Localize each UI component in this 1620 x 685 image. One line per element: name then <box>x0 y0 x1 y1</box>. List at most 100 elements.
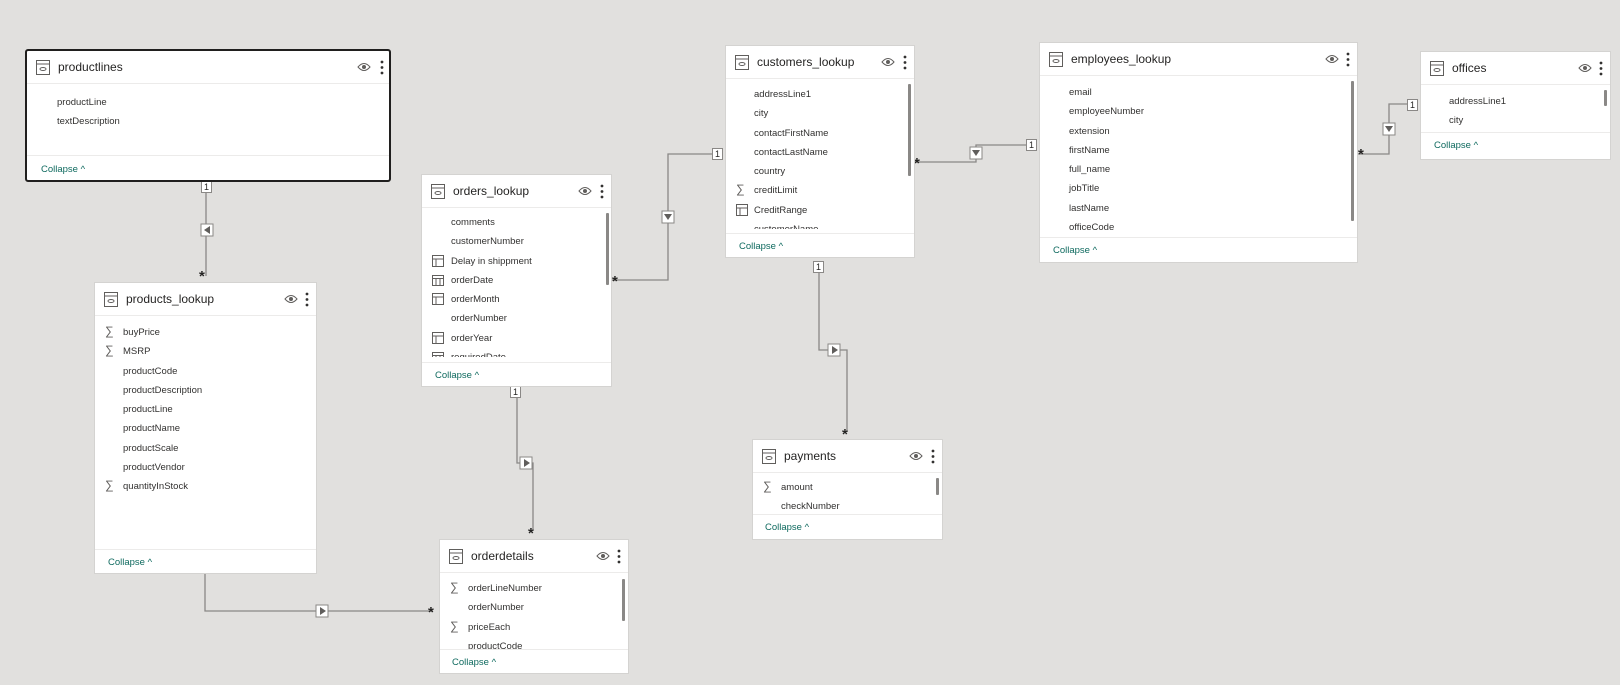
field-item[interactable]: city <box>754 108 769 120</box>
field-item[interactable]: orderYear <box>422 329 611 348</box>
field-item[interactable]: orderNumber <box>468 602 524 614</box>
scrollbar[interactable] <box>606 213 609 285</box>
eye-icon[interactable] <box>1325 54 1339 64</box>
field-item[interactable]: employeeNumber <box>1069 106 1144 118</box>
more-options-icon[interactable] <box>903 55 907 70</box>
table-card-payments[interactable]: payments ∑amount checkNumber Collapse ^ <box>752 439 943 540</box>
table-card-orderdetails[interactable]: orderdetails ∑orderLineNumber orderNumbe… <box>439 539 629 674</box>
field-item[interactable]: ∑MSRP <box>105 343 151 358</box>
eye-icon[interactable] <box>596 551 610 561</box>
field-item[interactable]: addressLine1 <box>1449 96 1507 107</box>
table-header[interactable]: customers_lookup <box>726 46 914 79</box>
field-item[interactable]: jobTitle <box>1069 183 1100 195</box>
more-options-icon[interactable] <box>1346 52 1350 67</box>
scrollbar[interactable] <box>908 84 911 176</box>
field-item[interactable]: customerName <box>726 220 914 229</box>
field-item[interactable]: productLine <box>57 97 107 108</box>
eye-icon[interactable] <box>357 62 371 72</box>
more-options-icon[interactable] <box>305 292 309 307</box>
direction-arrow <box>827 343 841 357</box>
field-item[interactable]: productScale <box>123 442 179 454</box>
calculated-column-icon <box>736 203 748 216</box>
cardinality-one: 1 <box>1026 139 1038 151</box>
more-options-icon[interactable] <box>380 60 384 75</box>
field-item[interactable]: productName <box>123 423 181 435</box>
table-card-productlines[interactable]: productlines productLine textDescription… <box>25 49 391 182</box>
collapse-link[interactable]: Collapse ^ <box>41 164 86 175</box>
table-card-orders-lookup[interactable]: orders_lookup comments customerNumber De… <box>421 174 612 387</box>
field-item[interactable]: ∑creditLimit <box>736 182 798 197</box>
field-item[interactable]: ∑priceEach <box>450 618 511 633</box>
table-title: orders_lookup <box>453 184 530 198</box>
scrollbar[interactable] <box>622 579 625 621</box>
more-options-icon[interactable] <box>931 449 935 464</box>
eye-icon[interactable] <box>881 57 895 67</box>
table-header[interactable]: offices <box>1421 52 1610 85</box>
table-card-customers-lookup[interactable]: customers_lookup addressLine1 city conta… <box>725 45 915 258</box>
eye-icon[interactable] <box>578 186 592 196</box>
field-item[interactable]: Delay in shippment <box>422 252 611 271</box>
field-item[interactable]: productCode <box>468 640 523 649</box>
field-item[interactable]: productCode <box>123 365 178 377</box>
cardinality-many: * <box>428 604 434 621</box>
table-header[interactable]: productlines <box>27 51 389 84</box>
rel-line-products-orderdetails <box>204 572 433 612</box>
eye-icon[interactable] <box>909 451 923 461</box>
table-card-offices[interactable]: offices addressLine1 city Collapse ^ <box>1420 51 1611 160</box>
field-item[interactable]: requiredDate <box>422 348 611 357</box>
sigma-icon: ∑ <box>105 324 114 338</box>
field-item[interactable]: comments <box>451 217 495 228</box>
table-header[interactable]: payments <box>753 440 942 473</box>
collapse-link[interactable]: Collapse ^ <box>1053 245 1098 256</box>
field-item[interactable]: extension <box>1069 125 1110 137</box>
collapse-link[interactable]: Collapse ^ <box>765 522 810 533</box>
field-item[interactable]: productLine <box>123 404 173 416</box>
field-item[interactable]: productDescription <box>123 384 203 396</box>
scrollbar[interactable] <box>1604 90 1607 106</box>
eye-icon[interactable] <box>1578 63 1592 73</box>
field-item[interactable]: orderDate <box>422 271 611 290</box>
field-item[interactable]: lastName <box>1069 202 1110 214</box>
table-card-employees-lookup[interactable]: employees_lookup email employeeNumber ex… <box>1039 42 1358 263</box>
field-item[interactable]: country <box>754 166 786 178</box>
collapse-link[interactable]: Collapse ^ <box>739 241 784 252</box>
field-item[interactable]: full_name <box>1069 164 1111 176</box>
field-item[interactable]: ∑buyPrice <box>105 324 160 338</box>
field-item[interactable]: textDescription <box>57 116 120 128</box>
field-item[interactable]: email <box>1069 87 1092 98</box>
collapse-link[interactable]: Collapse ^ <box>452 657 497 668</box>
field-item[interactable]: customerNumber <box>451 236 524 248</box>
field-item[interactable]: orderMonth <box>422 290 611 309</box>
sigma-icon: ∑ <box>736 182 745 197</box>
field-item[interactable]: ∑quantityInStock <box>105 478 188 493</box>
field-item[interactable]: productVendor <box>123 462 185 474</box>
field-item[interactable]: contactLastName <box>754 146 828 158</box>
field-item[interactable]: contactFirstName <box>754 127 829 139</box>
collapse-link[interactable]: Collapse ^ <box>108 557 153 568</box>
more-options-icon[interactable] <box>1599 61 1603 76</box>
field-item[interactable]: orderNumber <box>451 313 507 325</box>
rel-line-orders-orderdetails <box>516 392 534 530</box>
field-item[interactable]: addressLine1 <box>754 89 812 100</box>
field-item[interactable]: ∑amount <box>763 479 813 493</box>
more-options-icon[interactable] <box>600 184 604 199</box>
table-header[interactable]: orders_lookup <box>422 175 611 208</box>
field-item[interactable]: city <box>1449 115 1464 127</box>
collapse-link[interactable]: Collapse ^ <box>1434 140 1479 151</box>
field-item[interactable]: officeCode <box>1069 222 1115 234</box>
field-item[interactable]: CreditRange <box>726 201 914 220</box>
collapse-link[interactable]: Collapse ^ <box>435 370 480 381</box>
scrollbar[interactable] <box>1351 81 1354 221</box>
cardinality-many: * <box>528 525 534 542</box>
table-header[interactable]: employees_lookup <box>1040 43 1357 76</box>
more-options-icon[interactable] <box>617 549 621 564</box>
field-item[interactable]: checkNumber <box>781 501 840 513</box>
table-header[interactable]: products_lookup <box>95 283 316 316</box>
eye-icon[interactable] <box>284 294 298 304</box>
field-item[interactable]: ∑orderLineNumber <box>450 580 542 594</box>
scrollbar[interactable] <box>936 478 939 495</box>
field-item[interactable]: firstName <box>1069 144 1110 156</box>
table-card-products-lookup[interactable]: products_lookup ∑buyPrice ∑MSRP productC… <box>94 282 317 574</box>
table-header[interactable]: orderdetails <box>440 540 628 573</box>
